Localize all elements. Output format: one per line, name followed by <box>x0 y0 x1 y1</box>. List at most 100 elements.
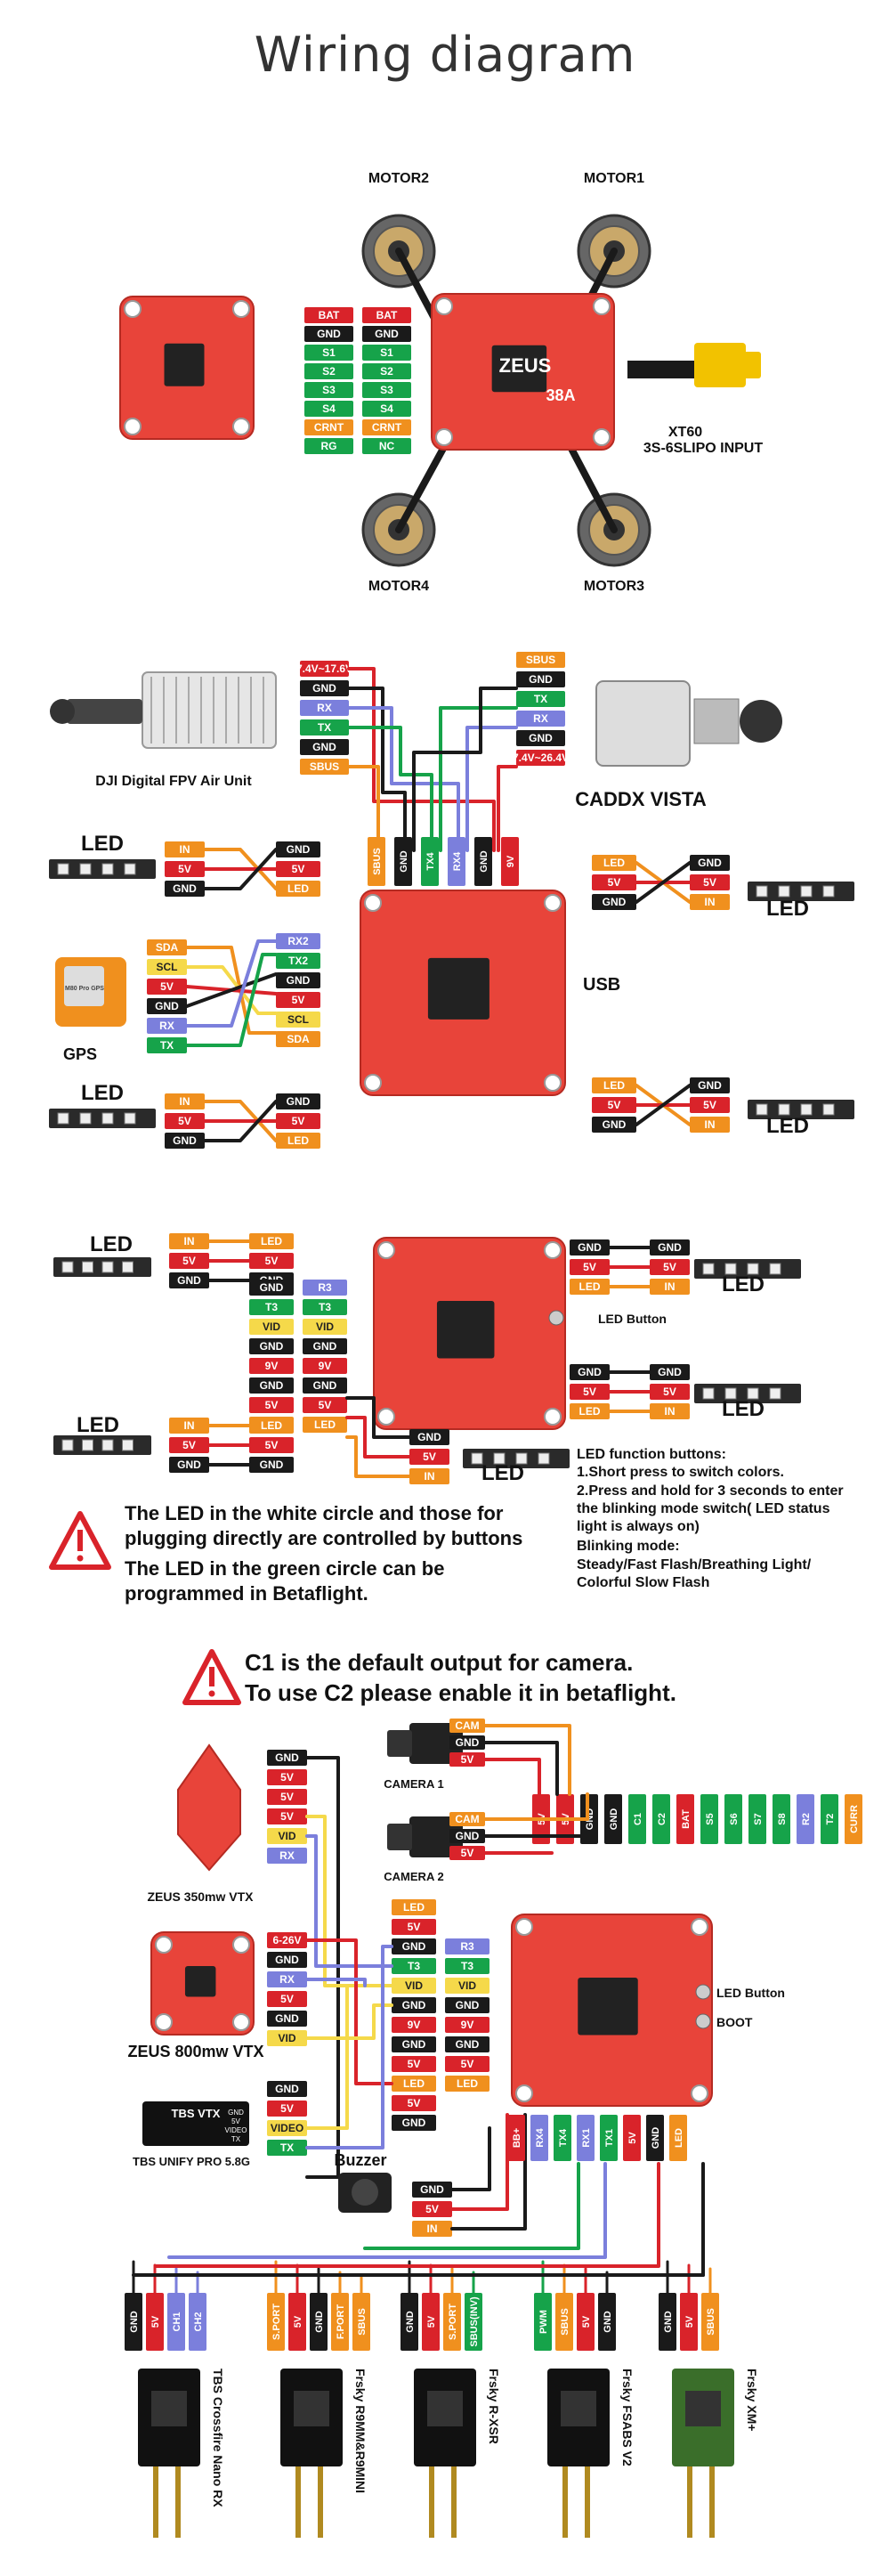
dji-wire-power <box>347 667 496 852</box>
fc2-top-pin-1-label: GND <box>399 850 409 873</box>
vtx350-pin-1: 5V <box>267 1769 307 1785</box>
gps-pin-2: 5V <box>147 979 187 995</box>
dji-pin-3: TX <box>300 719 349 735</box>
motor2-label: MOTOR2 <box>368 171 429 186</box>
receiver-0-pin-1-label: 5V <box>150 2315 161 2328</box>
led-label-s3-tl: LED <box>90 1232 133 1256</box>
s4-mid-left-pin-9-label: GND <box>402 2117 426 2129</box>
s3-tr-led-pin-0-label: GND <box>658 1241 682 1254</box>
led-bl-pin-2-label: GND <box>173 1134 197 1147</box>
vista-pin-2: TX <box>516 691 565 707</box>
receiver-1-pin-4: SBUS <box>352 2293 370 2351</box>
fc4-top-pin-7: S5 <box>700 1794 718 1844</box>
receiver-4-pin-0: GND <box>659 2293 676 2351</box>
fc4-top-pin-8: S6 <box>724 1794 742 1844</box>
s3-br-fc-pin-0-label: GND <box>578 1366 602 1378</box>
vtx800-pin-5-label: VID <box>278 2032 295 2044</box>
esc-pin-0: BAT <box>362 307 411 323</box>
s3-mid-left-pin-2: VID <box>249 1319 294 1335</box>
s3-tr-fc-pin-1: 5V <box>570 1259 610 1275</box>
s4-mid-left-pin-3: GND <box>392 1997 436 2013</box>
s3-tr-fc-pin-2: LED <box>570 1279 610 1295</box>
s3-mid-right-pin-5-label: GND <box>313 1379 337 1392</box>
buzzer-pin-2: IN <box>412 2221 452 2237</box>
fc4-top-pin-10: S8 <box>773 1794 790 1844</box>
s3-mid-right-pin-4: 9V <box>303 1358 347 1374</box>
esc-pin-6: CRNT <box>362 419 411 435</box>
fc4-bottom-pin-7: LED <box>669 2115 687 2161</box>
led-bl-pin-1: 5V <box>165 1113 205 1129</box>
s4-mid-right-pin-5-label: GND <box>456 2038 480 2051</box>
receiver-2-pin-3-label: SBUS(INV) <box>469 2296 480 2347</box>
fc4-bottom-pin-3: RX1 <box>577 2115 595 2161</box>
s4-mid-right-pin-7: LED <box>445 2076 490 2092</box>
buzzer-pin-2-label: IN <box>427 2223 438 2235</box>
s3-mid-left-pin-1-label: T3 <box>265 1301 278 1313</box>
s3-led-tl-fc-pin-0: LED <box>249 1233 294 1249</box>
dji-pin-2: RX <box>300 700 349 716</box>
vtx800-pin-3: 5V <box>267 1991 307 2007</box>
usb-label: USB <box>583 975 620 995</box>
led-bl-fc-pin-1: 5V <box>276 1113 320 1129</box>
dji-wire-rx <box>347 706 460 852</box>
led-tr-fc-pin-0-label: LED <box>603 857 625 869</box>
receiver-0-pin-1: 5V <box>146 2293 164 2351</box>
fc2-top-pin-2: TX4 <box>421 837 439 886</box>
receiver-4-pin-2: SBUS <box>701 2293 719 2351</box>
fc4-bottom-pin-1: RX4 <box>530 2115 548 2161</box>
fc4-top-pin-9-label: S7 <box>753 1813 764 1824</box>
led-tl-fc-pin-1: 5V <box>276 861 320 877</box>
s4-mid-left-pin-6: 5V <box>392 2056 436 2072</box>
esc-pin-0-label: BAT <box>376 309 398 321</box>
zeus-350-vtx-image <box>177 1743 241 1872</box>
camera-warning-2: To use C2 please enable it in betaflight… <box>245 1679 676 1706</box>
esc-model-label: 38A <box>546 386 575 404</box>
esc-pin-3: S2 <box>362 363 411 379</box>
fc4-bottom-pin-5-label: 5V <box>627 2132 638 2144</box>
camera-2-label: CAMERA 2 <box>384 1870 443 1883</box>
fc4-top-pin-3-label: GND <box>609 1808 619 1831</box>
s3-tr-led-pin-0: GND <box>650 1239 690 1255</box>
s4-mid-left-pin-1: T3 <box>392 1958 436 1974</box>
led-label-s3-br: LED <box>722 1397 765 1421</box>
receiver-0-pin-3: CH2 <box>189 2293 206 2351</box>
s3-tr-led-pin-1: 5V <box>650 1259 690 1275</box>
receiver-3-pin-1: SBUS <box>555 2293 573 2351</box>
led-tr-fc-pin-1-label: 5V <box>608 876 621 889</box>
fc4-top-pin-5-label: C2 <box>657 1813 668 1825</box>
led-tr-pin-1: 5V <box>690 874 730 890</box>
led-strip-s3-tl <box>53 1257 151 1277</box>
led-tr-fc-pin-0: LED <box>592 855 636 871</box>
receiver-0-pin-2: CH1 <box>167 2293 185 2351</box>
s3-bottom-wire-gnd <box>345 1396 411 1439</box>
led-br-fc-pin-2-label: GND <box>603 1118 627 1131</box>
s3-mid-right-pin-3: GND <box>303 1338 347 1354</box>
cam1-pin-1: GND <box>449 1735 485 1750</box>
receiver-2-pin-1: 5V <box>422 2293 440 2351</box>
led-bl-wire-in <box>203 1100 278 1142</box>
fc2-top-pin-2-label: TX4 <box>425 852 436 871</box>
s3-mid-right-pin-5: GND <box>303 1377 347 1394</box>
s4-mid-left-pin-2: VID <box>392 1978 436 1994</box>
vista-pin-0-label: SBUS <box>526 654 555 666</box>
led-function-1: 1.Short press to switch colors. <box>577 1465 784 1480</box>
fc4-bottom-pin-4: TX1 <box>600 2115 618 2161</box>
led-button-image <box>548 1310 564 1326</box>
motor1-label: MOTOR1 <box>584 171 644 186</box>
fc4-top-pin-12: T2 <box>821 1794 838 1844</box>
s4-mid-left-pin-8-label: 5V <box>408 2097 421 2109</box>
led-tl-pin-1-label: 5V <box>178 863 191 875</box>
receiver-2-pin-1-label: 5V <box>426 2315 437 2328</box>
vtx-pin-4: S3 <box>304 382 353 398</box>
led-tl-pin-0-label: IN <box>180 843 190 856</box>
dji-pin-2-label: RX <box>317 702 332 714</box>
vtx-pin-6-label: CRNT <box>314 421 344 434</box>
fc2-top-pin-5-label: 9V <box>506 855 516 867</box>
led-br-fc-pin-0: LED <box>592 1077 636 1093</box>
fc2-top-pin-4-label: GND <box>479 850 490 873</box>
s3-mid-left-pin-6: 5V <box>249 1397 294 1413</box>
led-tl-fc-pin-1-label: 5V <box>292 863 305 875</box>
receiver-0-pin-2-label: CH1 <box>172 2312 182 2331</box>
receiver-1-pin-2: GND <box>310 2293 328 2351</box>
buzzer-image <box>338 2173 392 2213</box>
